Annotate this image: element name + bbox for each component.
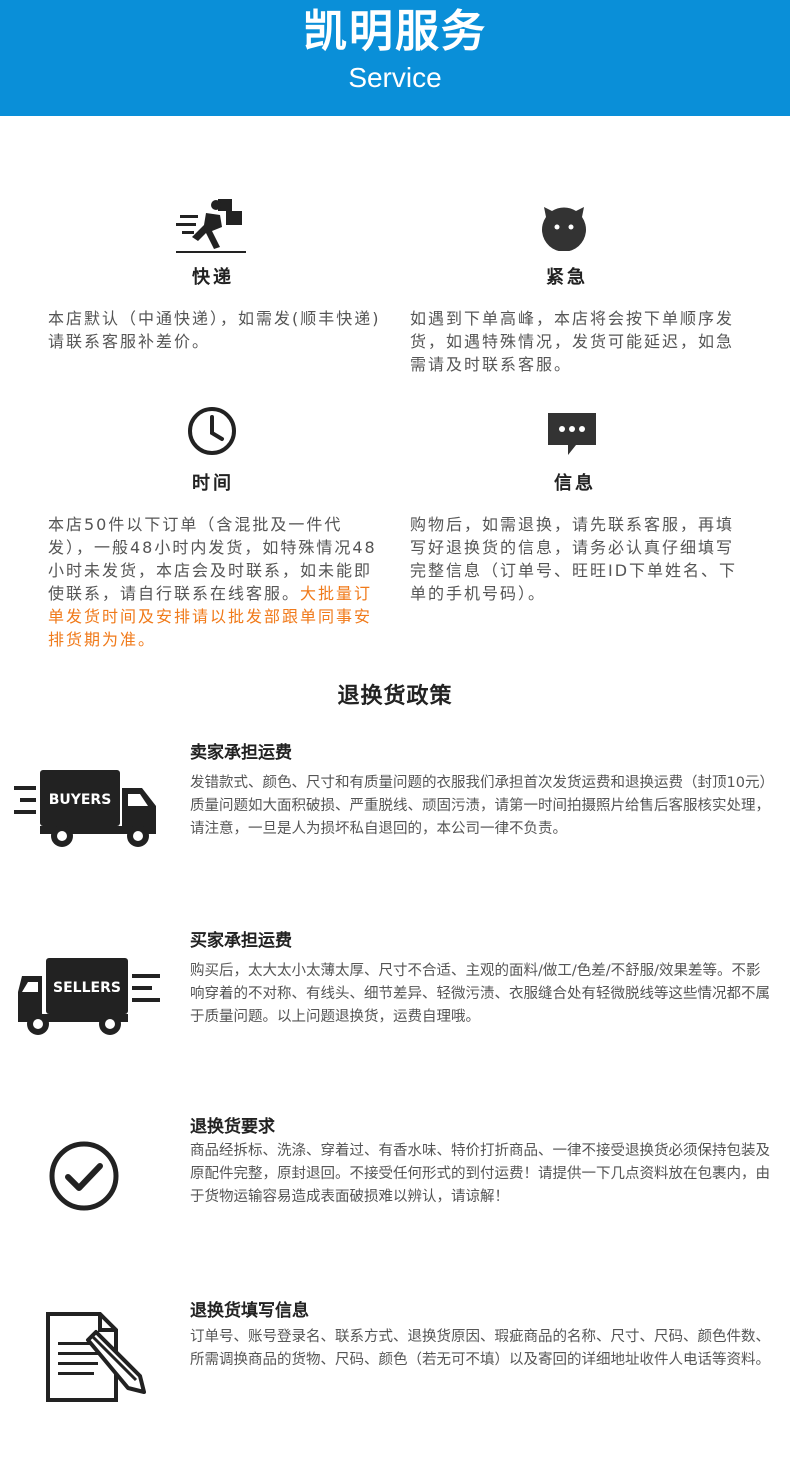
policy-item-buyer-pays: SELLERS 买家承担运费 购买后，太大太小太薄太厚、尺寸不合适、主观的面料/… (0, 926, 790, 1056)
policy-item-title: 退换货要求 (190, 1117, 275, 1137)
document-pen-icon (44, 1310, 148, 1408)
chat-bubble-icon (546, 411, 616, 471)
service-info: 信息 购物后，如需退换，请先联系客服，再填写好退换货的信息，请务必认真仔细填写完… (410, 405, 750, 615)
clock-icon (186, 405, 256, 465)
policy-item-title: 卖家承担运费 (190, 743, 292, 763)
face-icon (540, 201, 610, 261)
truck-sellers-text: SELLERS (53, 980, 121, 996)
policy-item-text: 商品经拆标、洗涤、穿着过、有香水味、特价打折商品、一律不接受退换货必须保持包装及… (190, 1143, 770, 1205)
service-urgent-label: 紧急 (546, 267, 588, 288)
service-urgent: 紧急 如遇到下单高峰，本店将会按下单顺序发货，如遇特殊情况，发货可能延迟，如急需… (410, 195, 750, 380)
service-express: 快递 本店默认（中通快递），如需发(顺丰快递)请联系客服补差价。 (48, 195, 388, 365)
policy-item-text: 发错款式、颜色、尺寸和有质量问题的衣服我们承担首次发货运费和退换运费（封顶10元… (190, 775, 770, 837)
policy-item-return-info: 退换货填写信息 订单号、账号登录名、联系方式、退换货原因、瑕疵商品的名称、尺寸、… (0, 1296, 790, 1406)
policy-item-title: 退换货填写信息 (190, 1301, 309, 1321)
header-subtitle: Service (348, 62, 442, 93)
policy-title: 退换货政策 (337, 684, 453, 709)
header-title: 凯明服务 (303, 6, 487, 57)
truck-sellers-icon: SELLERS (18, 952, 164, 1044)
service-express-desc: 本店默认（中通快递），如需发(顺丰快递)请联系客服补差价。 (48, 309, 381, 351)
truck-buyers-text: BUYERS (49, 792, 112, 808)
check-circle-icon (48, 1140, 120, 1216)
service-info-desc: 购物后，如需退换，请先联系客服，再填写好退换货的信息，请务必认真仔细填写完整信息… (410, 515, 738, 603)
service-time-text: 本店50件以下订单（含混批及一件代发），一般48小时内发货，如特殊情况48小时未… (48, 515, 377, 603)
service-time-label: 时间 (192, 473, 234, 494)
page-header: 凯明服务 Service (0, 0, 790, 116)
service-time: 时间 本店50件以下订单（含混批及一件代发），一般48小时内发货，如特殊情况48… (48, 405, 388, 655)
truck-buyers-icon: BUYERS (14, 764, 160, 856)
delivery-runner-icon (176, 197, 246, 257)
policy-item-title: 买家承担运费 (190, 931, 292, 951)
policy-item-text: 购买后，太大太小太薄太厚、尺寸不合适、主观的面料/做工/色差/不舒服/效果差等。… (190, 963, 770, 1025)
service-time-highlight: 大批量订单发货时间及安排请以批发部跟单同事安排货期为准。 (48, 584, 373, 649)
service-express-label: 快递 (192, 267, 234, 288)
policy-item-seller-pays: BUYERS 卖家承担运费 发错款式、颜色、尺寸和有质量问题的衣服我们承担首次发… (0, 738, 790, 888)
service-time-desc: 本店50件以下订单（含混批及一件代发），一般48小时内发货，如特殊情况48小时未… (48, 513, 388, 651)
service-info-label: 信息 (554, 473, 596, 494)
policy-item-return-requirements: 退换货要求 商品经拆标、洗涤、穿着过、有香水味、特价打折商品、一律不接受退换货必… (0, 1112, 790, 1242)
policy-item-text: 订单号、账号登录名、联系方式、退换货原因、瑕疵商品的名称、尺寸、尺码、颜色件数、… (190, 1329, 770, 1368)
service-urgent-desc: 如遇到下单高峰，本店将会按下单顺序发货，如遇特殊情况，发货可能延迟，如急需请及时… (410, 309, 735, 374)
